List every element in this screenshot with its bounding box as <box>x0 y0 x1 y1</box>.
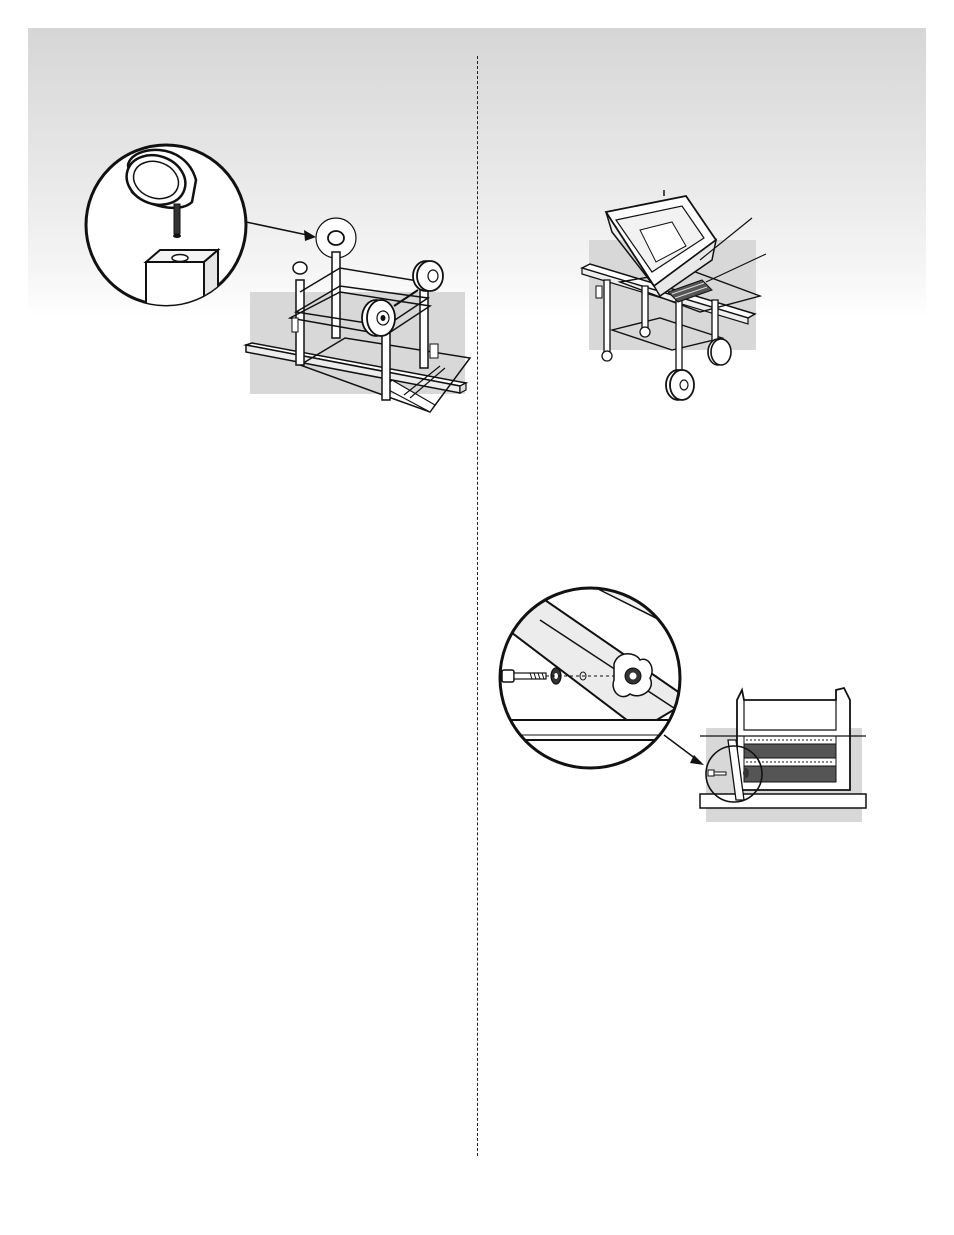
bolt-washer-detail <box>495 560 704 768</box>
cart-frame-with-wheels <box>246 218 470 412</box>
cap-insertion-detail <box>86 145 316 310</box>
cart-wheel <box>413 261 443 291</box>
cookbox-mounted <box>700 688 866 822</box>
cookbox-on-frame <box>582 190 766 400</box>
cart-wheel <box>362 300 395 336</box>
grill-body-icon <box>737 688 850 790</box>
